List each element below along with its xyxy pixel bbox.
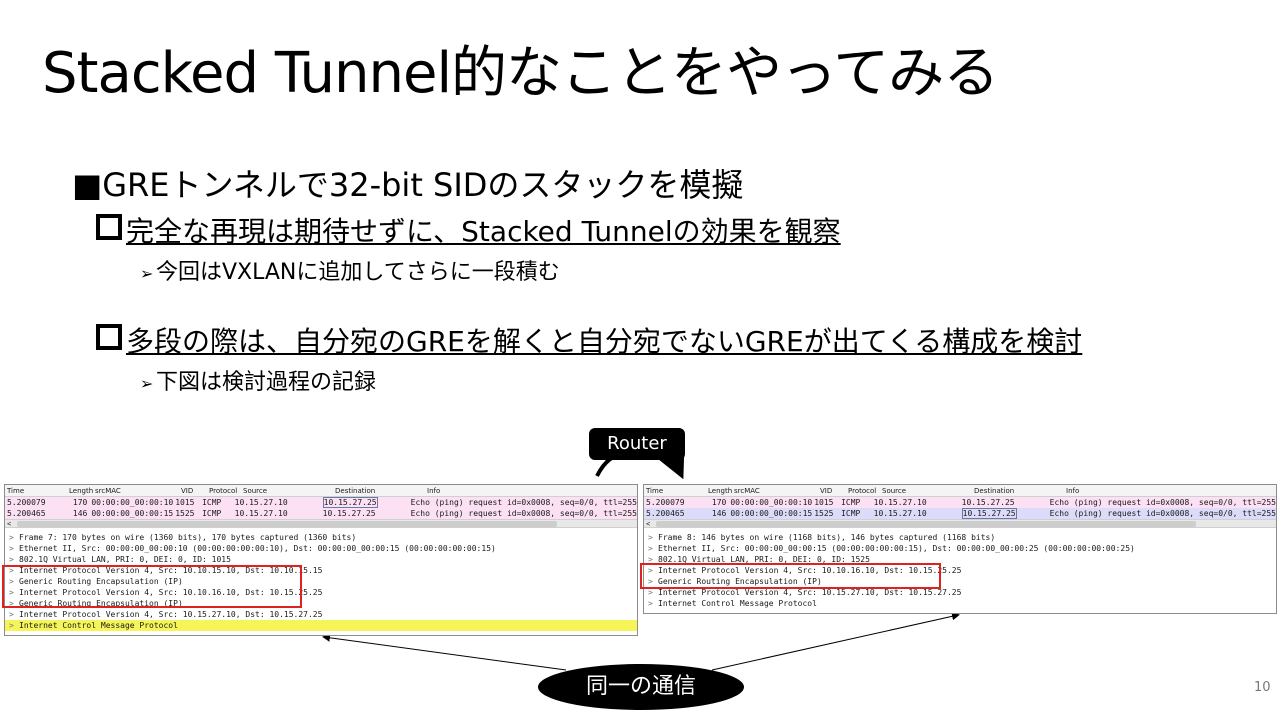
bullet-sub-2-note: ➢下図は検討過程の記録 [140,370,377,395]
detail-line[interactable]: >Internet Control Message Protocol [648,599,817,608]
left-capture-pane: Time Length srcMAC VID Protocol Source D… [4,484,638,636]
detail-line[interactable]: >Internet Protocol Version 4, Src: 10.15… [9,610,323,619]
highlight-box-left [2,565,302,608]
table-row-selected[interactable]: 5.200465 146 00:00:00_00:00:15 1525 ICMP… [644,508,1276,519]
horizontal-scrollbar[interactable]: < [5,519,637,528]
packet-list-header: Time Length srcMAC VID Protocol Source D… [644,485,1276,497]
arrow-bullet-icon: ➢ [140,264,154,283]
detail-line[interactable]: >Frame 7: 170 bytes on wire (1360 bits),… [9,533,357,542]
page-number: 10 [1254,680,1271,695]
col-source[interactable]: Source [882,487,907,495]
detail-line[interactable]: >Internet Protocol Version 4, Src: 10.10… [648,566,962,575]
col-protocol[interactable]: Protocol [848,487,877,495]
bullet-sub-1: 完全な再現は期待せずに、Stacked Tunnelの効果を観察 [96,210,841,250]
chevron-left-icon[interactable]: < [7,520,12,528]
detail-line[interactable]: >Ethernet II, Src: 00:00:00_00:00:15 (00… [648,544,1135,553]
chevron-right-icon[interactable]: > [648,577,653,586]
chevron-left-icon[interactable]: < [646,520,651,528]
detail-line[interactable]: >Generic Routing Encapsulation (IP) [9,577,183,586]
router-label: Router [589,428,685,460]
horizontal-scrollbar[interactable]: < [644,519,1276,528]
chevron-right-icon[interactable]: > [9,610,14,619]
col-time[interactable]: Time [7,487,25,495]
chevron-right-icon[interactable]: > [9,621,14,630]
chevron-right-icon[interactable]: > [648,544,653,553]
right-capture-pane: Time Length srcMAC VID Protocol Source D… [643,484,1277,614]
bullet-main: ■GREトンネルで32-bit SIDのスタックを模擬 [72,166,744,204]
chevron-right-icon[interactable]: > [648,599,653,608]
col-srcmac[interactable]: srcMAC [734,487,760,495]
chevron-right-icon[interactable]: > [648,555,653,564]
col-length[interactable]: Length [708,487,733,495]
chevron-right-icon[interactable]: > [648,566,653,575]
col-vid[interactable]: VID [181,487,194,495]
detail-line-selected[interactable]: >Internet Control Message Protocol [5,620,637,631]
table-row[interactable]: 5.200465 146 00:00:00_00:00:15 1525 ICMP… [5,508,637,519]
chevron-right-icon[interactable]: > [9,588,14,597]
chevron-right-icon[interactable]: > [9,555,14,564]
col-destination[interactable]: Destination [335,487,376,495]
arrow-bullet-icon: ➢ [140,374,154,393]
col-srcmac[interactable]: srcMAC [95,487,121,495]
detail-line[interactable]: >Internet Protocol Version 4, Src: 10.10… [9,566,323,575]
packet-list-header: Time Length srcMAC VID Protocol Source D… [5,485,637,497]
detail-line[interactable]: >Generic Routing Encapsulation (IP) [9,599,183,608]
col-protocol[interactable]: Protocol [209,487,238,495]
chevron-right-icon[interactable]: > [9,566,14,575]
slide-title: Stacked Tunnel的なことをやってみる [42,41,999,106]
col-info[interactable]: Info [427,487,441,495]
highlight-box-right [640,563,941,589]
col-destination[interactable]: Destination [974,487,1015,495]
col-source[interactable]: Source [243,487,268,495]
scroll-thumb[interactable] [17,521,557,527]
detail-line[interactable]: >Internet Protocol Version 4, Src: 10.15… [648,588,962,597]
chevron-right-icon[interactable]: > [9,533,14,542]
chevron-right-icon[interactable]: > [9,577,14,586]
left-pointer-arrow [322,633,567,671]
col-info[interactable]: Info [1066,487,1080,495]
same-communication-label: 同一の通信 [538,664,744,710]
col-time[interactable]: Time [646,487,664,495]
chevron-right-icon[interactable]: > [9,544,14,553]
table-row[interactable]: 5.200079 170 00:00:00_00:00:10 1015 ICMP… [644,497,1276,508]
right-pointer-arrow [711,612,960,671]
bullet-sub-1-note: ➢今回はVXLANに追加してさらに一段積む [140,260,560,285]
detail-line[interactable]: >802.1Q Virtual LAN, PRI: 0, DEI: 0, ID:… [648,555,870,564]
chevron-right-icon[interactable]: > [9,599,14,608]
detail-line[interactable]: >Ethernet II, Src: 00:00:00_00:00:10 (00… [9,544,496,553]
scroll-thumb[interactable] [656,521,1196,527]
chevron-right-icon[interactable]: > [648,588,653,597]
detail-line[interactable]: >Frame 8: 146 bytes on wire (1168 bits),… [648,533,996,542]
col-vid[interactable]: VID [820,487,833,495]
detail-line[interactable]: >Internet Protocol Version 4, Src: 10.10… [9,588,323,597]
detail-line[interactable]: >Generic Routing Encapsulation (IP) [648,577,822,586]
bullet-sub-2: 多段の際は、自分宛のGREを解くと自分宛でないGREが出てくる構成を検討 [96,320,1082,360]
chevron-right-icon[interactable]: > [648,533,653,542]
col-length[interactable]: Length [69,487,94,495]
detail-line[interactable]: >802.1Q Virtual LAN, PRI: 0, DEI: 0, ID:… [9,555,231,564]
table-row[interactable]: 5.200079 170 00:00:00_00:00:10 1015 ICMP… [5,497,637,508]
